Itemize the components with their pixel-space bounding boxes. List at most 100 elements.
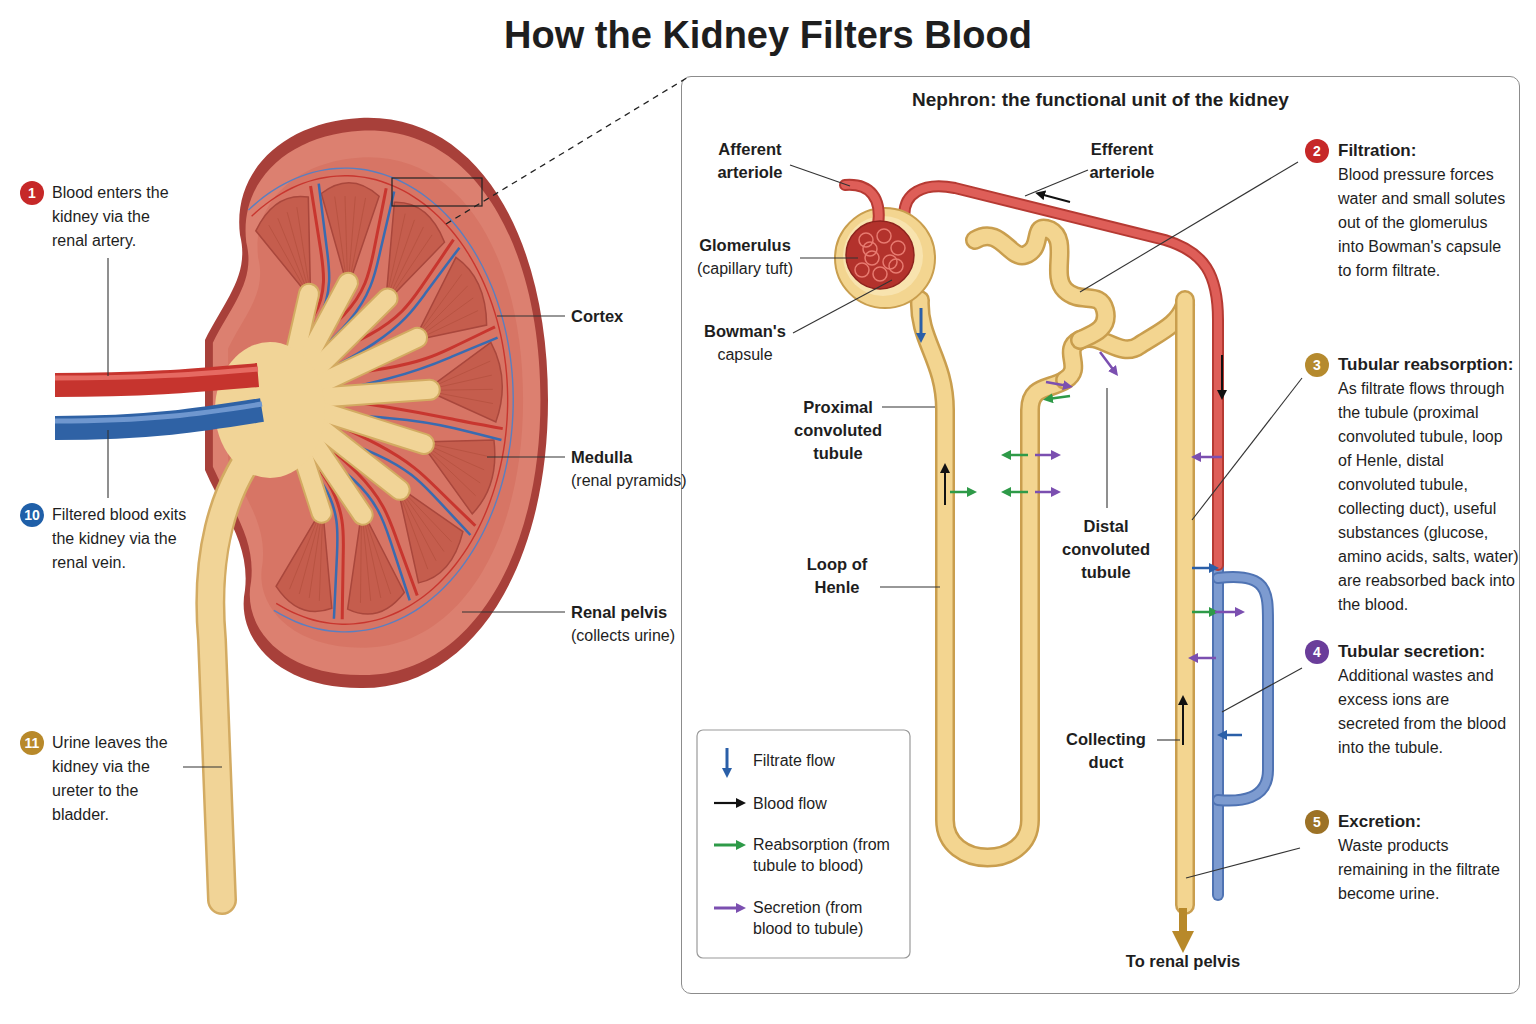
capillary-loop-tuft — [877, 229, 891, 243]
note-text: Filtered blood exits the kidney via the … — [52, 503, 192, 575]
pyramid-striation — [437, 389, 493, 391]
pyramid-striation — [425, 311, 478, 336]
renal-pyramid — [386, 202, 445, 303]
step-heading: Tubular reabsorption: — [1338, 353, 1518, 377]
pyramid-striation — [309, 523, 320, 598]
pyramid-striation — [407, 495, 452, 542]
pyramid-striation — [287, 212, 307, 284]
capsule-space — [843, 216, 923, 296]
loop-of-henle — [920, 300, 1065, 858]
legend-label: Filtrate flow — [753, 750, 903, 771]
leader-line — [800, 257, 858, 258]
capillary-loop — [1218, 577, 1268, 801]
leader-line — [1192, 378, 1302, 520]
leader-line — [497, 315, 565, 316]
capillary-loop-tuft — [855, 263, 869, 277]
peritubular-vein — [1214, 560, 1222, 895]
part-sublabel: capsule — [695, 343, 795, 366]
part-label: Renal pelvis — [571, 601, 691, 624]
panel-box: Nephron: the functional unit of the kidn… — [681, 76, 1520, 994]
pyramid-striation — [290, 521, 317, 589]
pyramid-striation — [392, 227, 423, 290]
leader-line — [183, 766, 222, 767]
secretion-arrow — [1193, 657, 1216, 660]
pyramid-striation — [363, 525, 370, 601]
step-heading: Tubular secretion: — [1338, 640, 1518, 664]
capillary-loop-tuft — [889, 259, 903, 273]
part-label: Loop of Henle — [797, 553, 877, 599]
peritubular-vein-outline — [1212, 560, 1224, 895]
renal-pyramid — [414, 257, 487, 340]
pyramid-striation — [389, 214, 405, 288]
leader-line — [107, 430, 108, 498]
blood-flow-arrow — [1221, 355, 1223, 395]
pyramid-striation — [345, 196, 347, 273]
callout-circle — [1305, 810, 1329, 834]
part-label: Distal convoluted tubule — [1056, 515, 1156, 584]
leader-line — [793, 280, 892, 333]
loop-of-henle-outline — [920, 300, 1065, 858]
ureter-outline — [210, 440, 262, 900]
pyramid-striation — [394, 235, 432, 292]
pyramid-striation — [335, 196, 346, 272]
step-heading: Excretion: — [1338, 810, 1518, 834]
part-sublabel: (capillary tuft) — [690, 257, 800, 280]
nephron-illustration — [697, 185, 1268, 958]
leader-line — [882, 406, 935, 407]
secretion-arrow — [1035, 454, 1056, 457]
reabsorption-arrow — [1192, 611, 1214, 614]
capillary-loop-tuft — [859, 233, 873, 247]
pyramid-striation — [402, 500, 428, 569]
glomerulus — [846, 221, 914, 289]
legend-label: Blood flow — [753, 793, 903, 814]
note-text: Additional wastes and excess ions are se… — [1338, 664, 1513, 760]
pyramid-striation — [430, 449, 480, 483]
diagram-title: How the Kidney Filters Blood — [0, 14, 1536, 57]
ureter — [210, 440, 262, 900]
legend-sample-arrow — [726, 748, 729, 773]
secretion-arrow — [1035, 491, 1056, 494]
pyramid-striation — [437, 393, 493, 404]
pyramid-striation — [269, 225, 304, 286]
part-label: To renal pelvis — [1108, 950, 1258, 973]
kidney-illustration — [55, 76, 690, 900]
leader-line — [880, 586, 940, 587]
part-label: Cortex — [571, 305, 671, 328]
pyramid-striation — [365, 524, 381, 598]
flow-arrow — [1182, 700, 1184, 745]
zoom-pointer — [446, 76, 690, 224]
proximal-tubule — [975, 228, 1106, 340]
leader-lines — [108, 162, 1302, 878]
reabsorption-arrow — [1192, 567, 1214, 570]
callout-circle — [20, 731, 44, 755]
legend-box — [697, 730, 910, 958]
leader-line — [1080, 162, 1298, 292]
proximal-tubule-outline — [975, 228, 1106, 340]
urine-arrow — [1179, 908, 1187, 942]
afferent-arteriole — [845, 185, 879, 225]
pyramid-striation — [431, 447, 484, 470]
flow-arrow — [944, 468, 946, 505]
leader-line — [487, 456, 565, 457]
legend-sample-arrow — [714, 844, 741, 847]
zoom-box — [392, 178, 482, 206]
note-text: Blood enters the kidney via the renal ar… — [52, 181, 180, 253]
leader-line — [1222, 668, 1302, 712]
part-label: Collecting duct — [1056, 728, 1156, 774]
step-heading: Filtration: — [1338, 139, 1518, 163]
leader-line — [1157, 739, 1180, 740]
pyramid-striation — [360, 525, 362, 602]
note-text: Waste products remaining in the filtrate… — [1338, 834, 1518, 906]
part-label: Efferent arteriole — [1072, 138, 1172, 184]
pyramid-striation — [351, 198, 365, 273]
part-label: Bowman's — [695, 320, 795, 343]
pyramid-striation — [319, 524, 322, 601]
callout-circle — [1305, 139, 1329, 163]
part-label: Afferent arteriole — [700, 138, 800, 184]
callout-circles — [20, 139, 1329, 834]
legend-sample-arrow — [714, 802, 741, 804]
pyramid-striation — [437, 375, 492, 387]
secretion-arrow — [1100, 352, 1115, 372]
renal-artery-highlight — [55, 369, 258, 378]
